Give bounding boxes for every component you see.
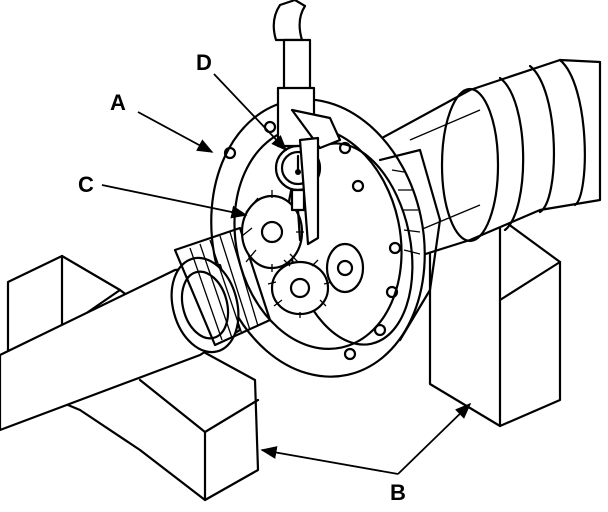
label-a: A xyxy=(110,90,126,115)
leader-b-right xyxy=(397,402,472,475)
axle-left xyxy=(0,226,272,432)
side-gears xyxy=(240,190,365,318)
leader-a xyxy=(137,111,214,153)
v-block-right xyxy=(428,216,562,428)
dial-indicator xyxy=(272,0,342,246)
leader-c xyxy=(101,184,248,219)
leader-b-left xyxy=(260,446,399,475)
label-b: B xyxy=(390,480,406,505)
leader-d xyxy=(213,73,288,152)
label-d: D xyxy=(196,50,212,75)
label-c: C xyxy=(78,172,94,197)
